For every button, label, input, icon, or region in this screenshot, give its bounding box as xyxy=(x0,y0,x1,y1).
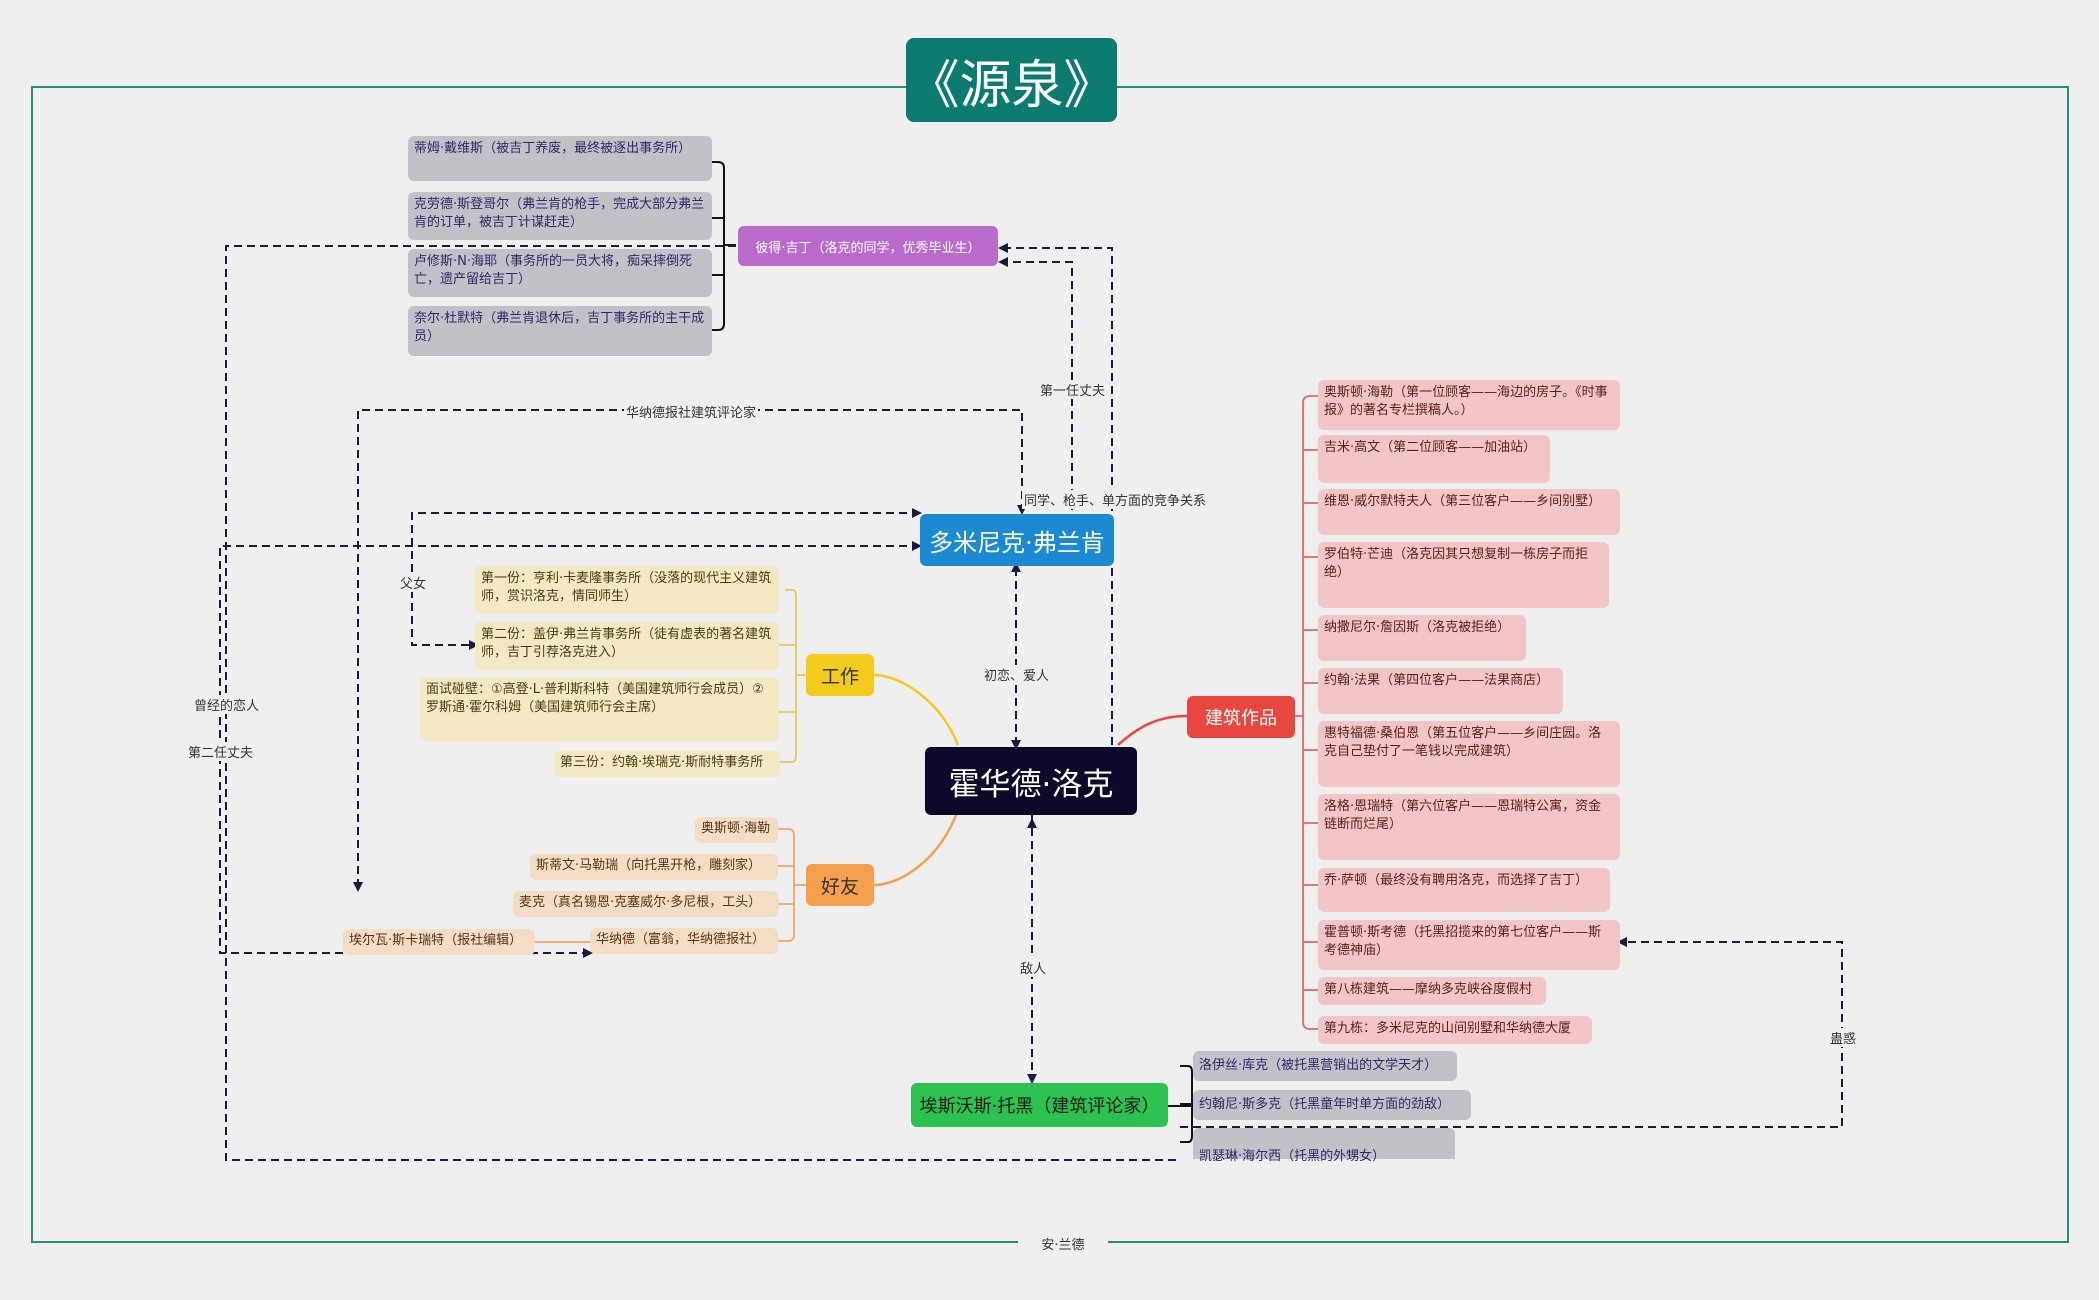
relation-label: 同学、枪手、单方面的竞争关系 xyxy=(1022,490,1209,509)
list-item: 面试碰壁：①高登·L·普利斯科特（美国建筑师行会成员）②罗斯通·霍尔科姆（美国建… xyxy=(420,677,779,741)
list-item: 纳撒尼尔·詹因斯（洛克被拒绝） xyxy=(1318,615,1526,661)
peter-node[interactable]: 彼得·吉丁（洛克的同学，优秀毕业生） xyxy=(738,226,998,266)
relation-label: 曾经的恋人 xyxy=(192,695,262,714)
author-label: 安·兰德 xyxy=(1018,1234,1108,1253)
list-item: 约翰尼·斯多克（托黑童年时单方面的劲敌） xyxy=(1193,1090,1471,1120)
list-item: 第一份：亨利·卡麦隆事务所（没落的现代主义建筑师，赏识洛克，情同师生） xyxy=(475,566,779,614)
list-item: 奥斯顿·海勒 xyxy=(695,817,778,843)
list-item: 洛格·恩瑞特（第六位客户——恩瑞特公寓，资金链断而烂尾） xyxy=(1318,794,1620,860)
relation-label: 敌人 xyxy=(1018,958,1049,977)
list-item: 乔·萨顿（最终没有聘用洛克，而选择了吉丁） xyxy=(1318,868,1610,912)
list-item: 凯瑟琳·海尔西（托黑的外甥女） xyxy=(1193,1128,1455,1178)
list-item: 维恩·威尔默特夫人（第三位客户——乡间别墅） xyxy=(1318,489,1620,535)
center-node[interactable]: 霍华德·洛克 xyxy=(925,747,1137,815)
list-item: 约翰·法果（第四位客户——法果商店） xyxy=(1318,668,1563,714)
relation-label: 初恋、爱人 xyxy=(982,665,1052,684)
list-item: 第八栋建筑——摩纳多克峡谷度假村 xyxy=(1318,977,1546,1005)
alvah-node: 埃尔瓦·斯卡瑞特（报社编辑） xyxy=(343,929,535,955)
list-item: 吉米·高文（第二位顾客——加油站） xyxy=(1318,435,1550,483)
relation-label: 蛊惑 xyxy=(1828,1028,1859,1047)
list-item: 惠特福德·桑伯恩（第五位客户——乡间庄园。洛克自己垫付了一笔钱以完成建筑） xyxy=(1318,721,1620,787)
toohey-node[interactable]: 埃斯沃斯·托黑（建筑评论家） xyxy=(911,1083,1168,1127)
dominique-node[interactable]: 多米尼克·弗兰肯 xyxy=(920,514,1114,566)
list-item: 第三份：约翰·埃瑞克·斯耐特事务所 xyxy=(554,751,780,777)
relation-label: 第二任丈夫 xyxy=(186,742,256,761)
list-item: 第二份：盖伊·弗兰肯事务所（徒有虚表的著名建筑师，吉丁引荐洛克进入） xyxy=(475,622,779,670)
list-item: 麦克（真名锡恩·克塞威尔·多尼根，工头） xyxy=(513,891,778,917)
list-item: 奥斯顿·海勒（第一位顾客——海边的房子。《时事报》的著名专栏撰稿人。） xyxy=(1318,380,1620,430)
relation-label: 第一任丈夫 xyxy=(1038,380,1108,399)
works-branch[interactable]: 建筑作品 xyxy=(1187,696,1295,738)
relation-label: 华纳德报社建筑评论家 xyxy=(624,402,759,421)
list-item: 霍普顿·斯考德（托黑招揽来的第七位客户——斯考德神庙） xyxy=(1318,920,1620,970)
list-item: 奈尔·杜默特（弗兰肯退休后，吉丁事务所的主干成员） xyxy=(408,306,712,356)
list-item: 斯蒂文·马勒瑞（向托黑开枪，雕刻家） xyxy=(530,854,778,880)
list-item: 克劳德·斯登哥尔（弗兰肯的枪手，完成大部分弗兰肯的订单，被吉丁计谋赶走） xyxy=(408,192,712,240)
list-item: 第九栋：多米尼克的山间别墅和华纳德大厦 xyxy=(1318,1016,1592,1044)
list-item: 罗伯特·芒迪（洛克因其只想复制一栋房子而拒绝） xyxy=(1318,542,1609,608)
list-item: 洛伊丝·库克（被托黑营销出的文学天才） xyxy=(1193,1051,1457,1081)
list-item: 卢修斯·N·海耶（事务所的一员大将，痴呆摔倒死亡，遗产留给吉丁） xyxy=(408,249,712,297)
work-branch[interactable]: 工作 xyxy=(806,654,874,696)
list-item: 蒂姆·戴维斯（被吉丁养废，最终被逐出事务所） xyxy=(408,136,712,181)
list-item: 华纳德（富翁，华纳德报社） xyxy=(590,928,778,954)
relation-label: 父女 xyxy=(398,573,429,592)
friends-branch[interactable]: 好友 xyxy=(806,864,874,906)
page-title: 《源泉》 xyxy=(906,38,1117,122)
